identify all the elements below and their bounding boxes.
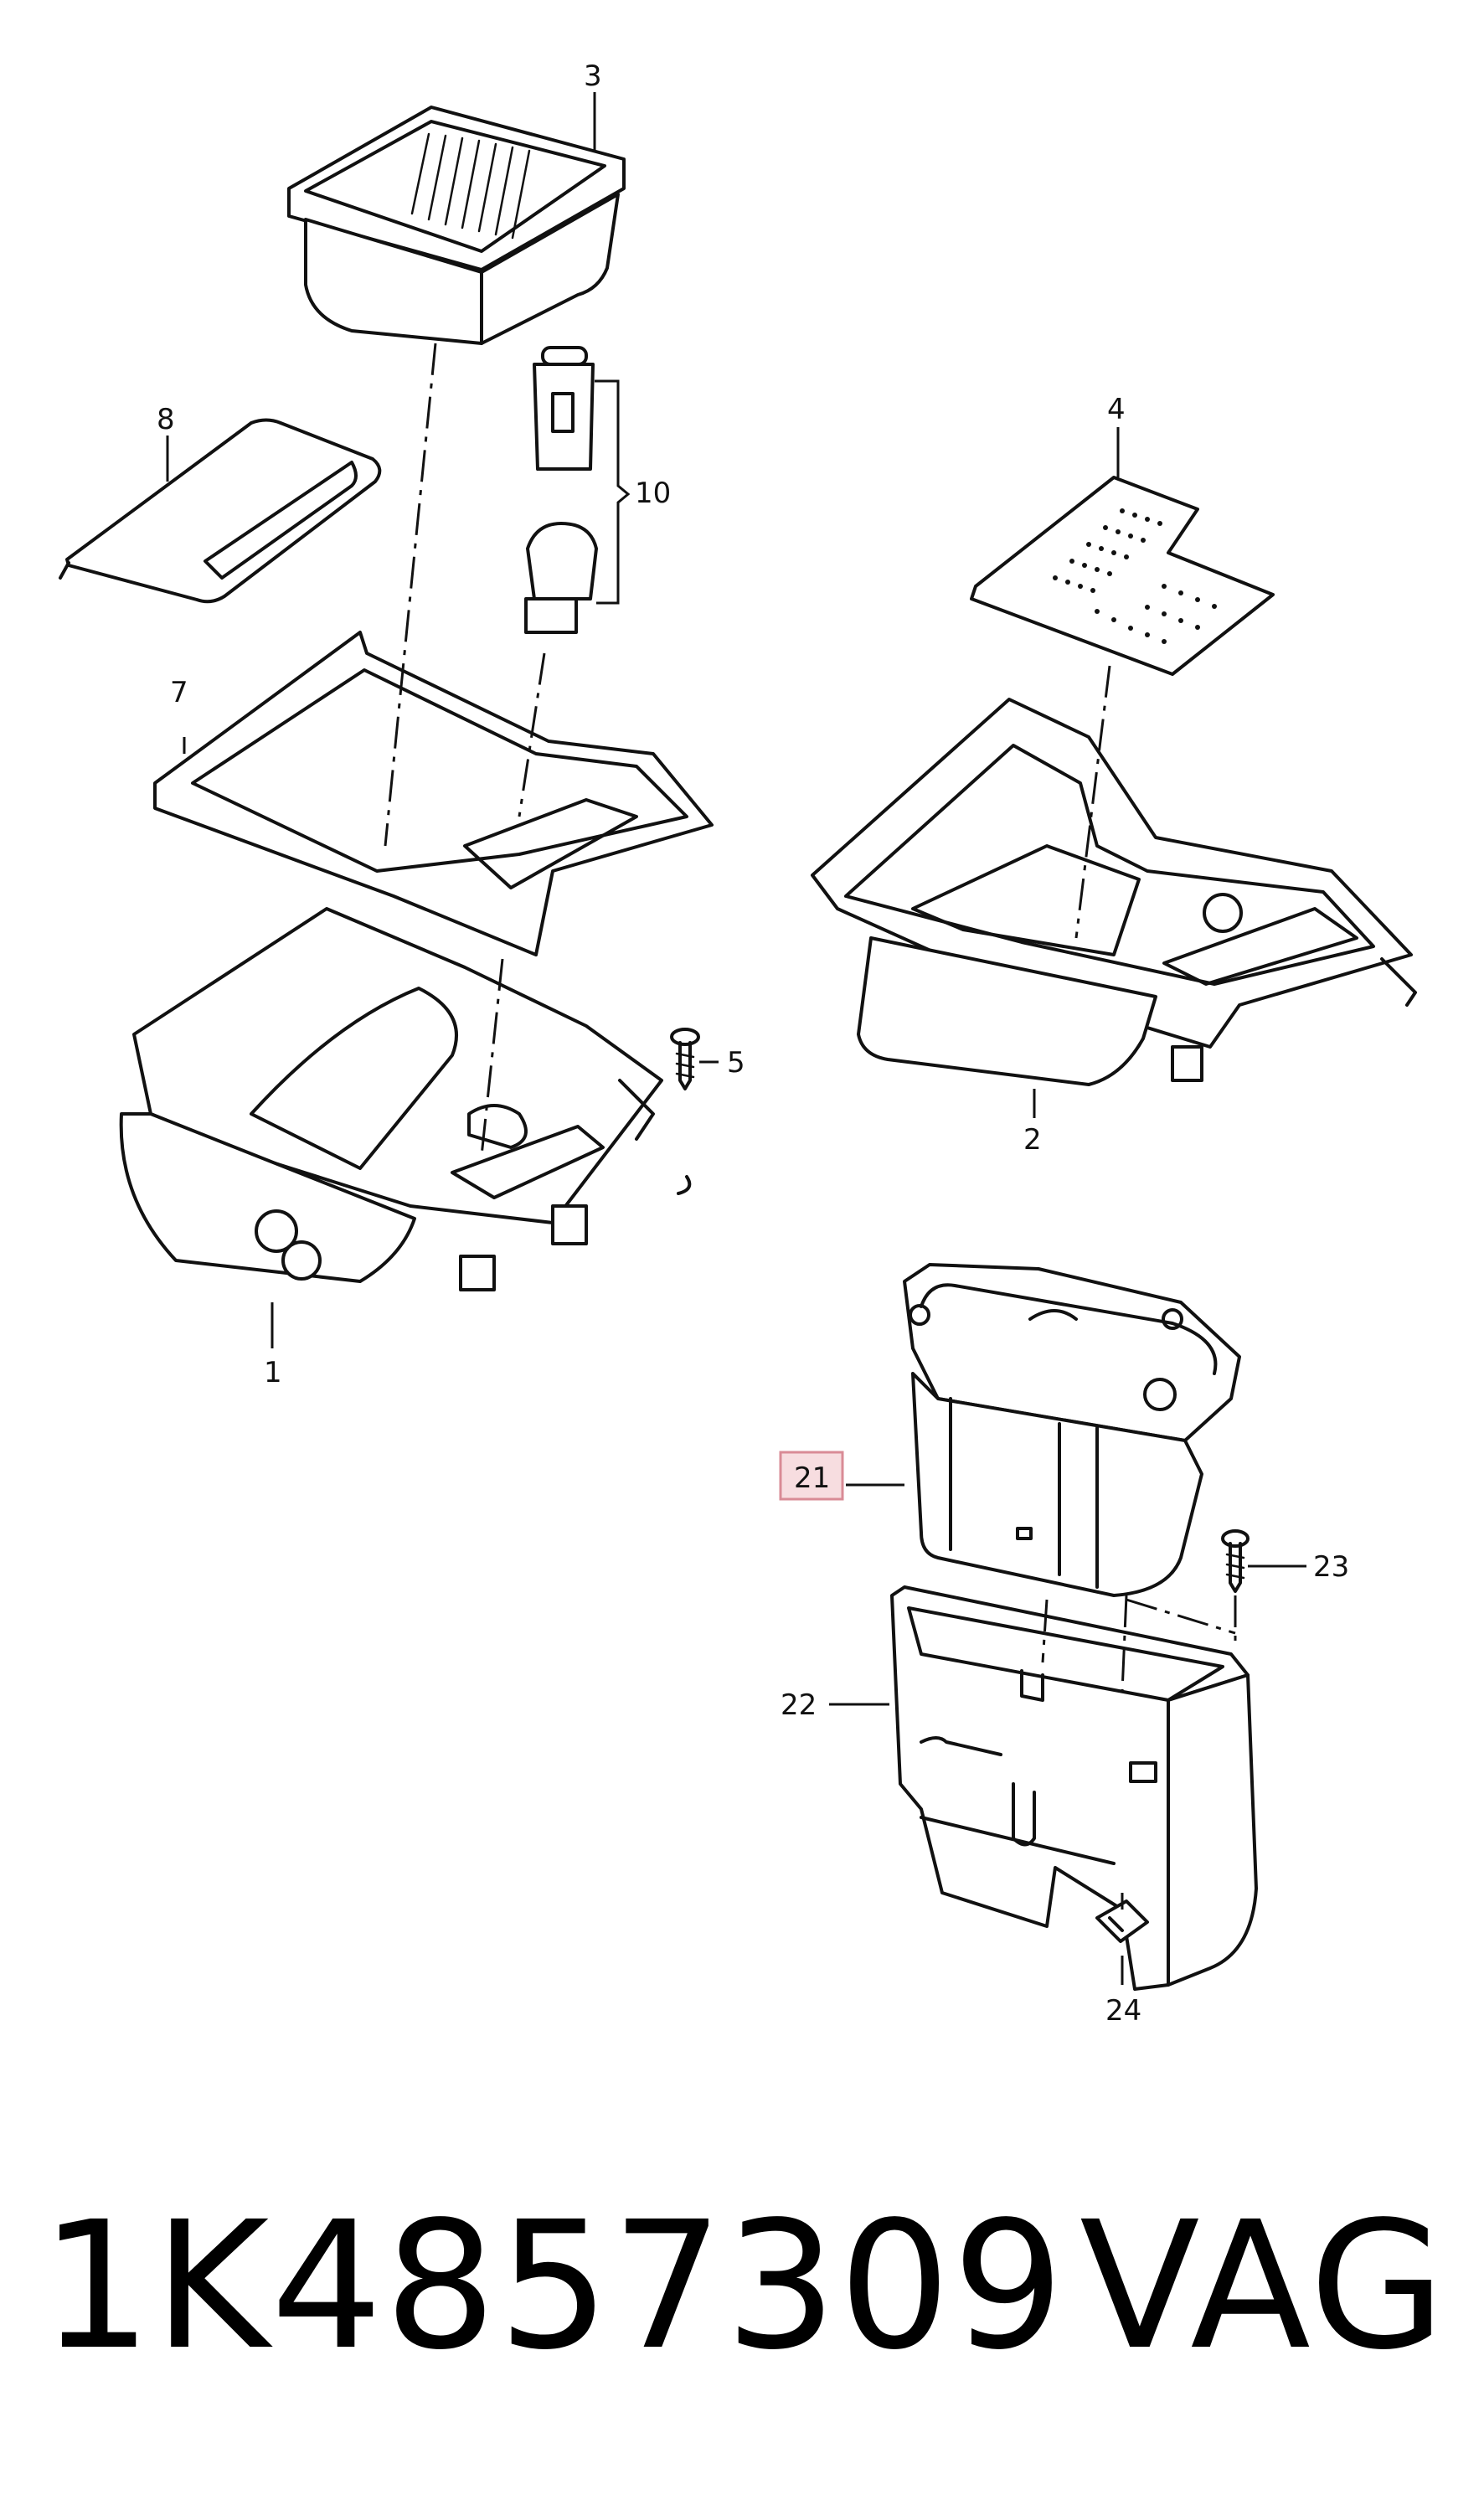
part-1-console-assembly <box>119 907 692 1291</box>
callout-5: 5 <box>727 1046 745 1080</box>
callout-leaders <box>166 92 1306 1985</box>
part-4-antislip-mat <box>970 476 1275 676</box>
callout-23: 23 <box>1313 1550 1349 1584</box>
part-24-clip <box>1095 1899 1149 1943</box>
part-8-cover-mat <box>59 418 382 604</box>
callout-24: 24 <box>1105 1994 1141 2028</box>
callout-21-highlight <box>779 1451 844 1501</box>
assembly-lines <box>384 343 1237 1910</box>
mat-perforation-pattern <box>1053 508 1217 644</box>
brand-name: VAG <box>1080 2183 1447 2389</box>
callout-22: 22 <box>781 1688 817 1722</box>
callout-10: 10 <box>635 477 671 510</box>
part-3-storage-tray <box>287 106 626 345</box>
callout-1: 1 <box>264 1356 282 1389</box>
callout-8: 8 <box>157 403 175 436</box>
part-number: 1K4857309 <box>40 2183 1066 2389</box>
part-23-screw <box>1221 1529 1250 1593</box>
callout-7: 7 <box>170 676 188 709</box>
part-10-power-socket <box>524 346 631 634</box>
callout-4: 4 <box>1107 393 1126 426</box>
part-5-screw <box>670 1028 700 1090</box>
callouts: 3 8 10 4 7 5 2 1 21 23 22 24 <box>157 59 1349 2028</box>
part-number-caption: 1K4857309 VAG <box>40 2161 1447 2412</box>
part-21-inner-bin <box>903 1263 1241 1597</box>
part-7-trim-frame <box>153 631 714 956</box>
callout-3: 3 <box>584 59 602 93</box>
callout-21: 21 <box>794 1461 830 1495</box>
part-2-console-tray <box>811 698 1417 1086</box>
callout-2: 2 <box>1023 1123 1042 1157</box>
part-22-outer-housing <box>890 1585 1258 1991</box>
